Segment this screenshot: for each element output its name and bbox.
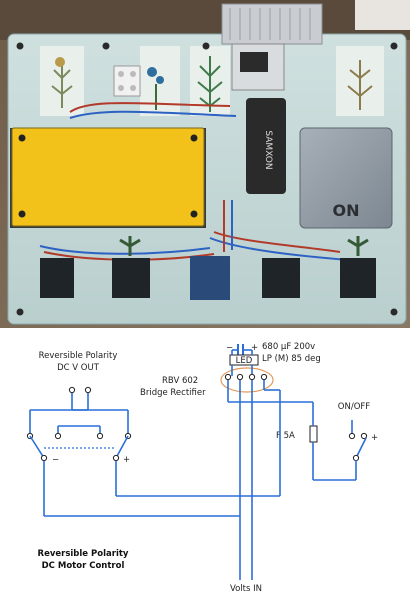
volts-in-label: Volts IN <box>230 584 262 594</box>
title-line2: DC Motor Control <box>42 561 125 571</box>
capacitor-symbol: − + <box>226 343 258 356</box>
plus-terminal-label: + <box>123 455 130 465</box>
cap-minus-sign: − <box>226 343 233 353</box>
device-photo: SAMXON ON <box>0 0 410 328</box>
switch-label: ON/OFF <box>338 402 370 412</box>
cap-plus-sign: + <box>251 343 258 353</box>
mounting-board <box>7 33 407 325</box>
capacitor-label-line1: 680 µF 200v <box>262 342 315 352</box>
led-indicator: LED <box>229 350 259 366</box>
fuse: F 5A <box>276 425 318 443</box>
rectifier-label-line1: RBV 602 <box>162 376 198 386</box>
bridge-rectifier <box>220 365 274 393</box>
rectifier-pin-3 <box>248 373 256 381</box>
output-label-line1: Reversible Polarity <box>39 351 118 361</box>
title-line1: Reversible Polarity <box>38 549 129 559</box>
heatsink <box>221 3 323 91</box>
botanical-prints-bottom <box>40 236 376 300</box>
screws <box>16 42 398 316</box>
circuit-diagram: Reversible Polarity DC V OUT 680 µF 200v… <box>26 342 378 594</box>
output-label-line2: DC V OUT <box>57 363 100 373</box>
switch-plus-label: + <box>371 433 378 443</box>
capacitor-label-line2: LP (M) 85 deg <box>262 354 321 364</box>
rectifier-pin-1 <box>224 373 232 381</box>
wiring-main <box>43 380 357 580</box>
minus-terminal-label: − <box>52 455 59 465</box>
rectifier-label-line2: Bridge Rectifier <box>140 388 206 398</box>
rectifier-pin-2 <box>236 373 244 381</box>
grey-enclosure: ON <box>299 127 393 229</box>
reversing-switch: − + <box>26 386 132 465</box>
svg-text:ON: ON <box>333 201 360 220</box>
terminal-block-top <box>113 65 141 97</box>
svg-text:SAMXON: SAMXON <box>263 130 273 169</box>
rectifier-pin-4 <box>260 373 268 381</box>
fuse-label: F 5A <box>276 431 295 441</box>
yellow-enclosure <box>10 127 206 228</box>
capacitor: SAMXON <box>246 98 286 194</box>
led-label: LED <box>236 356 253 366</box>
on-off-switch: ON/OFF + <box>338 402 378 462</box>
